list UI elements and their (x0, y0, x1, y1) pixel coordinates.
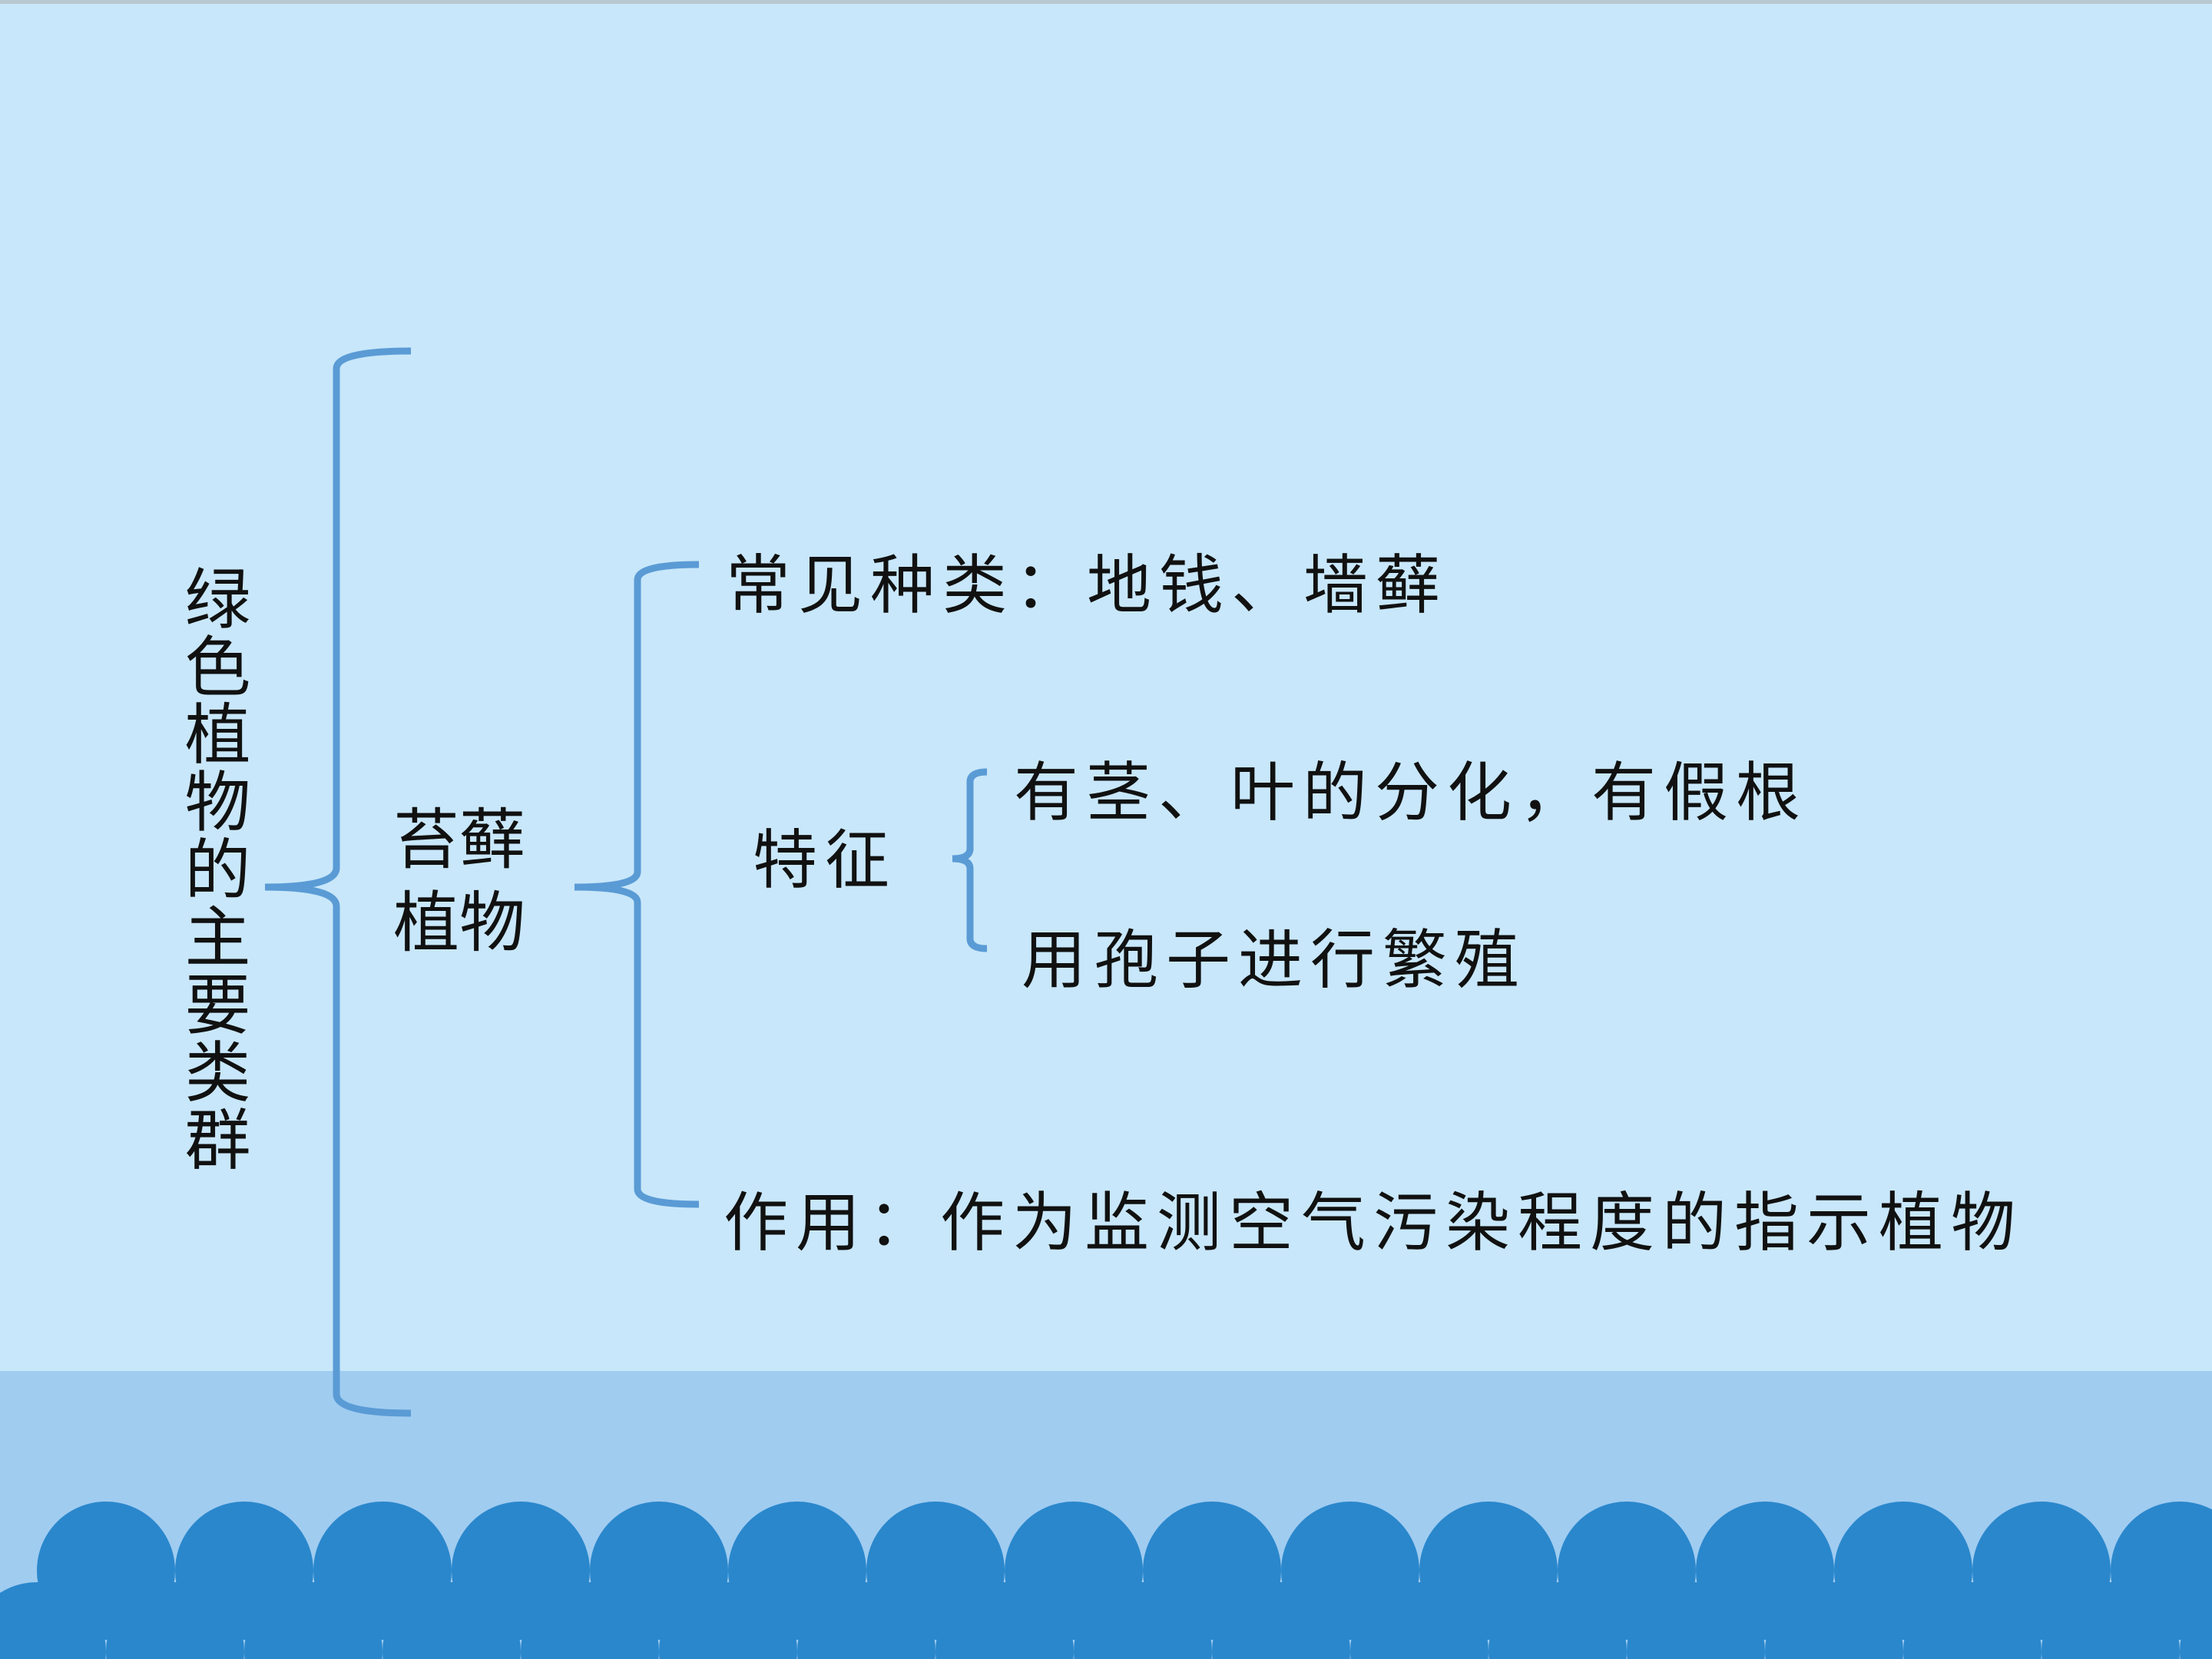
wave-scallop (659, 1582, 797, 1659)
wave-scallop (2041, 1582, 2180, 1659)
root-bracket (264, 347, 412, 1417)
wave-scallop (106, 1582, 244, 1659)
wave-scallop (1903, 1582, 2041, 1659)
wave-scallop (1212, 1582, 1350, 1659)
features-label: 特征 (753, 823, 898, 898)
feature-item: 有茎、叶的分化，有假根 (1014, 755, 1809, 830)
feature-bracket (952, 768, 988, 952)
common-types: 常见种类：地钱、墙藓 (726, 548, 1449, 623)
group-moss-plants: 苔藓植物 (393, 802, 525, 962)
wave-scallop (1350, 1582, 1488, 1659)
wave-scallop (382, 1582, 521, 1659)
wave-scallop (521, 1582, 659, 1659)
wave-scallop (2180, 1592, 2212, 1659)
moss-bracket (574, 561, 700, 1208)
feature-item: 用孢子进行繁殖 (1022, 922, 1528, 998)
wave-scallop (797, 1582, 935, 1659)
wave-scallop (0, 1582, 106, 1659)
wave-scallop (935, 1582, 1074, 1659)
use-description: 作用：作为监测空气污染程度的指示植物 (724, 1185, 2024, 1260)
wave-scallop (1074, 1582, 1212, 1659)
wave-scallop (1765, 1582, 1903, 1659)
wave-scallop (1627, 1582, 1765, 1659)
root-category: 绿色植物的主要类群 (173, 565, 250, 1173)
wave-scallop (1488, 1582, 1627, 1659)
wave-scallop (244, 1582, 382, 1659)
slide-background (0, 0, 2212, 1371)
